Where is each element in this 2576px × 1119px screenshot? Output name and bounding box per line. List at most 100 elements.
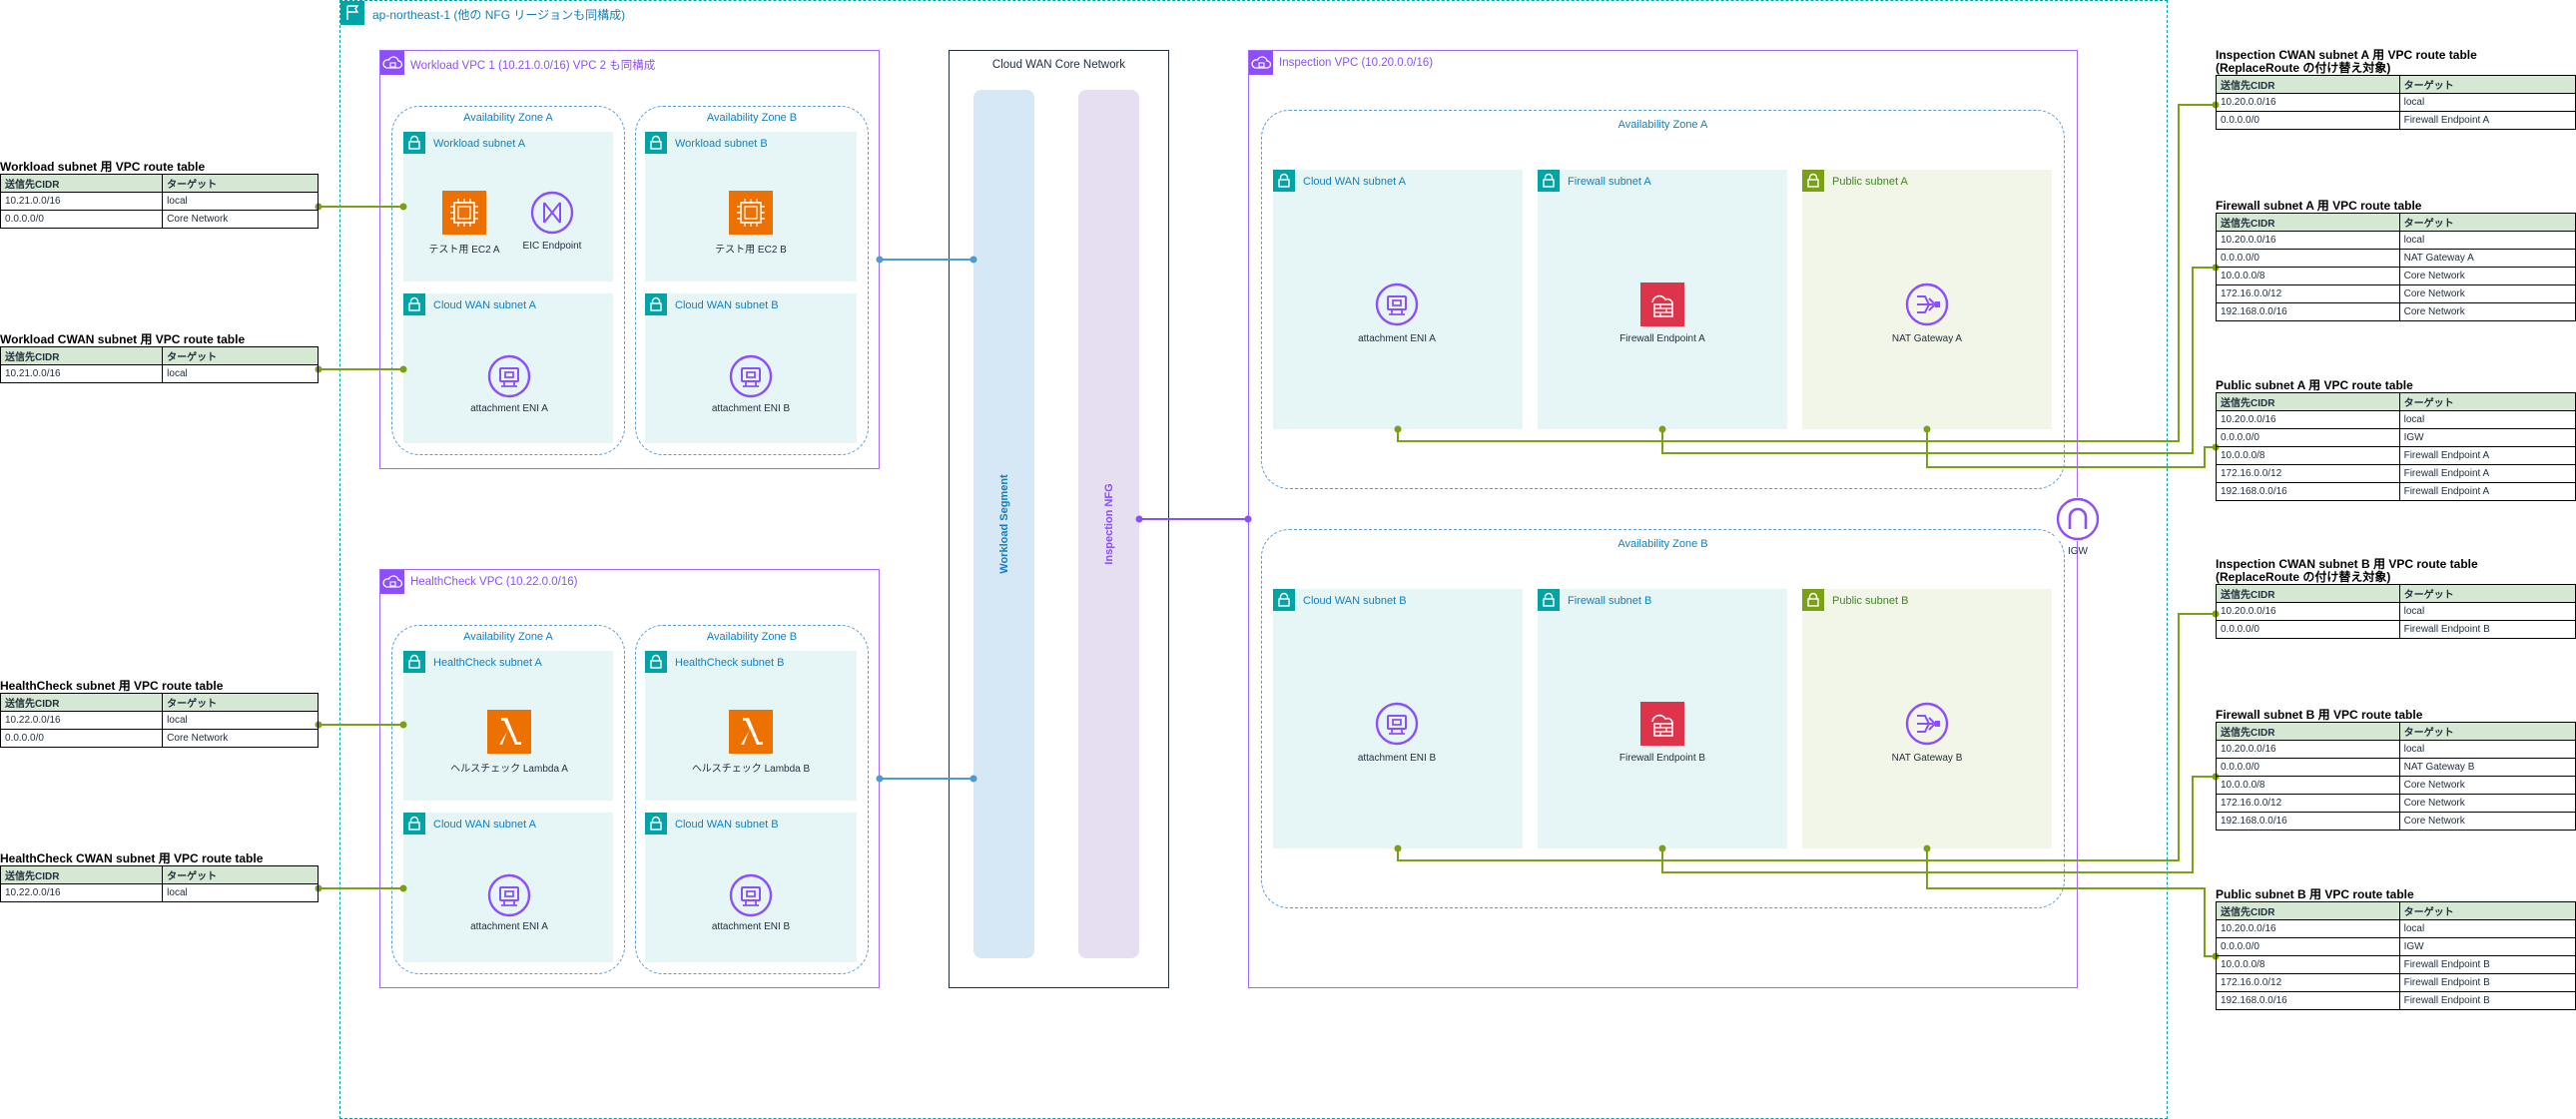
table-cell: Firewall Endpoint B — [2398, 620, 2576, 639]
table-cell: 10.20.0.0/16 — [2216, 231, 2400, 250]
table-cell: 0.0.0.0/0 — [2216, 428, 2400, 447]
workload-subnet-a: Workload subnet A — [403, 132, 613, 281]
table-cell: 10.20.0.0/16 — [2216, 602, 2400, 621]
table-cell: 0.0.0.0/0 — [2216, 937, 2400, 956]
header-cell: ターゲット — [162, 346, 319, 365]
table-cell: Firewall Endpoint A — [2398, 111, 2576, 130]
rt-healthcheck-cwan: HealthCheck CWAN subnet 用 VPC route tabl… — [0, 852, 319, 902]
table-cell: 10.0.0.0/8 — [2216, 776, 2400, 795]
eni-icon — [487, 873, 531, 917]
table-cell: local — [2398, 231, 2576, 250]
table-cell: 172.16.0.0/12 — [2216, 794, 2400, 813]
table-cell: Core Network — [2398, 267, 2576, 285]
header-cell: 送信先CIDR — [2216, 584, 2400, 603]
workload-segment: Workload Segment — [973, 90, 1034, 958]
table-cell: local — [2398, 410, 2576, 429]
ec2-icon — [442, 191, 486, 235]
lock-icon — [645, 132, 667, 154]
insp-eni-b-label: attachment ENI B — [1357, 753, 1437, 764]
eic-label: EIC Endpoint — [522, 241, 582, 252]
region-flag-icon — [340, 1, 364, 25]
ec2-b-label: テスト用 EC2 B — [715, 245, 787, 256]
vpc-cloud-icon — [380, 51, 404, 75]
lock-icon — [403, 293, 425, 315]
table-cell: 10.0.0.0/8 — [2216, 446, 2400, 465]
healthcheck-az-a: Availability Zone A — [391, 625, 625, 974]
eni-icon — [1375, 282, 1419, 326]
lock-icon — [645, 293, 667, 315]
eni-b-label: attachment ENI B — [711, 921, 791, 932]
insp-eni-a-label: attachment ENI A — [1358, 333, 1436, 344]
header-cell: 送信先CIDR — [0, 346, 164, 365]
table-cell: 192.168.0.0/16 — [2216, 812, 2400, 831]
table-cell: 10.20.0.0/16 — [2216, 740, 2400, 759]
table-cell: 0.0.0.0/0 — [2216, 111, 2400, 130]
header-cell: ターゲット — [162, 865, 319, 884]
rt-pub-b: Public subnet B 用 VPC route table 送信先CID… — [2216, 888, 2576, 1010]
table-cell: local — [2398, 93, 2576, 112]
table-cell: local — [2398, 919, 2576, 938]
lambda-a-label: ヘルスチェック Lambda A — [450, 764, 568, 775]
eic-endpoint-icon — [530, 191, 574, 235]
lock-icon — [1802, 170, 1824, 192]
lock-icon — [645, 651, 667, 673]
header-cell: ターゲット — [2398, 75, 2576, 94]
fwe-b-label: Firewall Endpoint B — [1618, 753, 1706, 764]
table-cell: 192.168.0.0/16 — [2216, 991, 2400, 1010]
lock-icon — [1538, 589, 1560, 611]
rt-insp-cwan-a: Inspection CWAN subnet A 用 VPC route tab… — [2216, 49, 2576, 130]
rt-pub-a: Public subnet A 用 VPC route table 送信先CID… — [2216, 379, 2576, 501]
rt-workload: Workload subnet 用 VPC route table 送信先CID… — [0, 161, 319, 229]
table-cell: 0.0.0.0/0 — [0, 729, 164, 748]
rt-healthcheck: HealthCheck subnet 用 VPC route table 送信先… — [0, 680, 319, 748]
table-cell: Firewall Endpoint A — [2398, 464, 2576, 483]
table-cell: Core Network — [162, 729, 319, 748]
header-cell: 送信先CIDR — [2216, 392, 2400, 411]
table-cell: 0.0.0.0/0 — [2216, 249, 2400, 268]
table-cell: 172.16.0.0/12 — [2216, 973, 2400, 992]
table-cell: Firewall Endpoint B — [2398, 955, 2576, 974]
table-cell: NAT Gateway A — [2398, 249, 2576, 268]
header-cell: 送信先CIDR — [0, 865, 164, 884]
eni-a-label: attachment ENI A — [470, 921, 548, 932]
table-cell: 172.16.0.0/12 — [2216, 464, 2400, 483]
firewall-icon — [1640, 702, 1684, 746]
table-cell: 10.0.0.0/8 — [2216, 955, 2400, 974]
lock-icon — [1273, 589, 1295, 611]
rt-fw-b: Firewall subnet B 用 VPC route table 送信先C… — [2216, 709, 2576, 831]
lock-icon — [645, 813, 667, 835]
lock-icon — [1273, 170, 1295, 192]
table-cell: Firewall Endpoint A — [2398, 482, 2576, 501]
rt-insp-cwan-b: Inspection CWAN subnet B 用 VPC route tab… — [2216, 558, 2576, 639]
inspection-vpc-label: Inspection VPC (10.20.0.0/16) — [1279, 57, 1434, 69]
eni-icon — [729, 873, 773, 917]
table-cell: 10.21.0.0/16 — [0, 364, 164, 383]
lock-icon — [403, 651, 425, 673]
